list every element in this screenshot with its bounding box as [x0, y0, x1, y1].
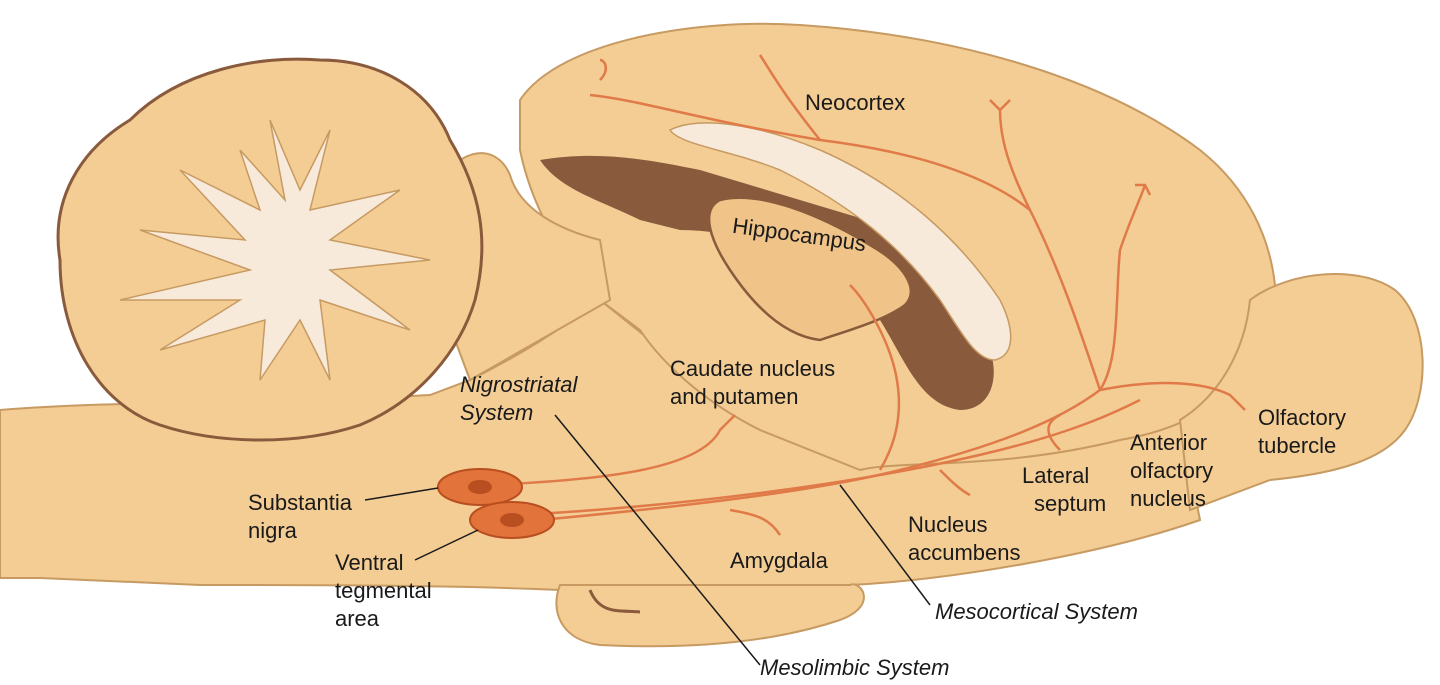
dopamine-pathways — [489, 54, 1246, 536]
label-mesocortical-system: Mesocortical System — [935, 599, 1138, 624]
label-mesolimbic-system: Mesolimbic System — [760, 655, 950, 680]
hippocampus — [707, 196, 912, 342]
label-amygdala: Amygdala — [730, 548, 828, 573]
leader-lines — [364, 414, 931, 666]
label-neocortex: Neocortex — [805, 90, 906, 115]
olfactory-bulb — [1178, 273, 1424, 512]
pons — [555, 583, 865, 648]
ventricle — [540, 155, 994, 410]
cerebellum-arbor — [119, 119, 431, 381]
midbrain — [439, 152, 612, 382]
corpus-callosum — [668, 122, 1012, 361]
